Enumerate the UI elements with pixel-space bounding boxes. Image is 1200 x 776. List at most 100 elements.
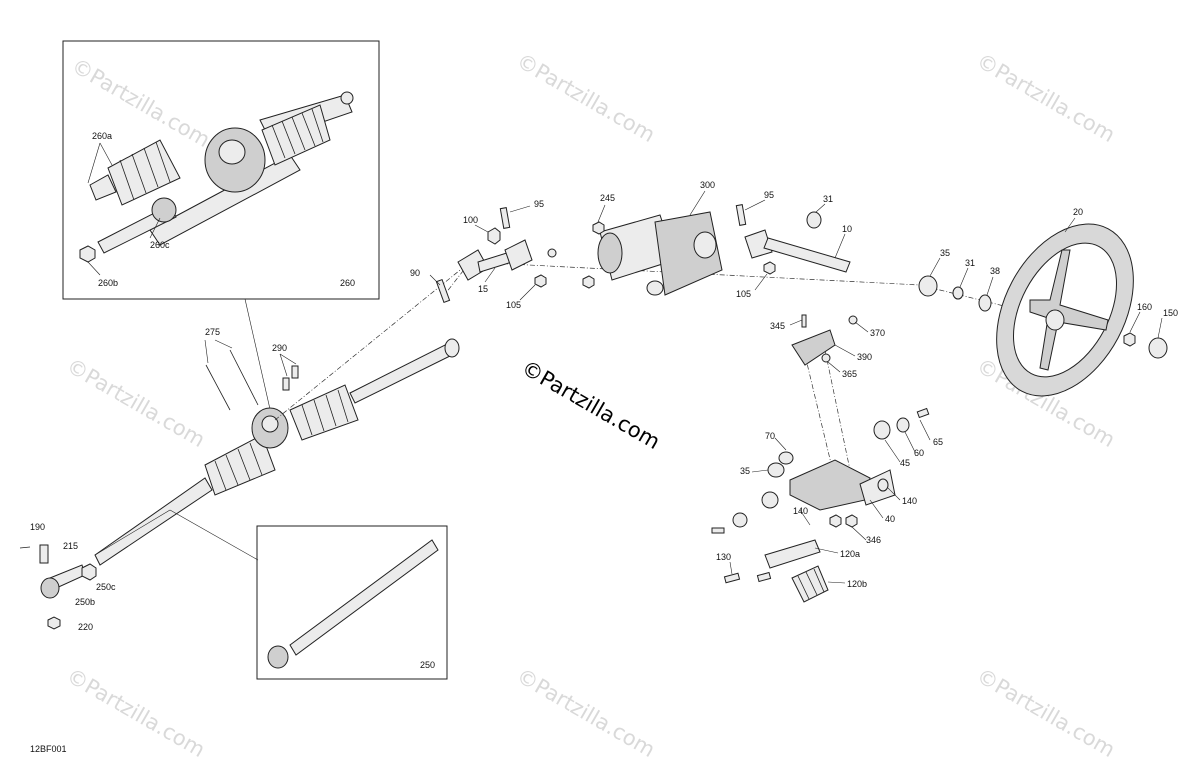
rack-boot-right [289, 384, 359, 441]
watermark: ©Partzilla.com [973, 664, 1120, 762]
callout-190: 190 [30, 522, 45, 532]
u-joint-upper [504, 239, 533, 271]
callout-105a: 105 [506, 300, 521, 310]
watermark: ©Partzilla.com [513, 49, 660, 147]
callout-10: 10 [842, 224, 852, 234]
callout-250b: 250b [75, 597, 95, 607]
callout-35b: 35 [740, 466, 750, 476]
inset-frame [62, 40, 380, 300]
bolt-65 [916, 407, 930, 419]
inset-top-label: 260 [340, 278, 355, 288]
callout-220: 220 [78, 622, 93, 632]
callout-300: 300 [700, 180, 715, 190]
diagram-code: 12BF001 [30, 744, 67, 754]
shaft-10 [763, 237, 851, 273]
stud-215 [39, 544, 49, 564]
callout-390: 390 [857, 352, 872, 362]
callout-65: 65 [933, 437, 943, 447]
callout-95a: 95 [534, 199, 544, 209]
watermark: ©Partzilla.com [63, 354, 210, 452]
tilt-bracket-assembly: 345 370 390 365 65 70 60 45 35 140 140 4 [711, 314, 943, 603]
nut-250c [81, 563, 97, 581]
nut-346a [829, 514, 842, 528]
callout-275: 275 [205, 327, 220, 337]
inset-rack-end [340, 91, 354, 105]
callout-90: 90 [410, 268, 420, 278]
cap-150 [1148, 337, 1168, 359]
callout-245: 245 [600, 193, 615, 203]
callout-140b: 140 [793, 506, 808, 516]
screw-345 [801, 314, 807, 328]
callout-345: 345 [770, 321, 785, 331]
inset-bottom-label: 250 [420, 660, 435, 670]
callout-250c: 250c [96, 582, 116, 592]
upper-steering-shaft: 95 10 105 [735, 190, 852, 299]
rack-pinion [261, 415, 279, 433]
inset-tie-rod-end [267, 645, 289, 669]
callout-31b: 31 [965, 258, 975, 268]
bolt-90 [435, 278, 451, 304]
callout-346: 346 [866, 535, 881, 545]
callout-260c: 260c [150, 240, 170, 250]
nut-245 [592, 221, 605, 235]
callout-365: 365 [842, 369, 857, 379]
watermark: ©Partzilla.com [68, 54, 215, 152]
watermark: ©Partzilla.com [63, 664, 210, 762]
callout-260a: 260a [92, 131, 112, 141]
inset-bottom-frame [256, 525, 448, 680]
bolt-95b [735, 204, 747, 226]
callout-105b: 105 [736, 289, 751, 299]
intermediate-shaft: 90 100 95 15 105 [410, 199, 547, 310]
inset-bottom-leader [169, 509, 259, 561]
callout-20: 20 [1073, 207, 1083, 217]
rack-tie-rod-left [94, 477, 213, 566]
nut-245b [582, 275, 595, 289]
nut-220 [47, 616, 61, 630]
power-steering-unit: 245 300 [547, 180, 723, 296]
callout-120a: 120a [840, 549, 860, 559]
ball-joint-250b [40, 577, 60, 599]
inset-tie-rod-shaft [289, 539, 439, 656]
nut-105a [534, 274, 547, 288]
watermark: ©Partzilla.com [513, 664, 660, 762]
callout-160: 160 [1137, 302, 1152, 312]
inset-steering-rack: 260a 260c 260b 260 [62, 40, 380, 300]
dps-output [693, 231, 717, 259]
rack-boot-left [204, 434, 276, 496]
inset-ball-joint [151, 197, 177, 223]
spacer-35a [918, 275, 938, 297]
callout-31a: 31 [823, 194, 833, 204]
steering-wheel: 20 160 150 [996, 207, 1178, 397]
column-hardware: 31 35 31 38 [806, 194, 1000, 312]
dps-motor-cap [597, 232, 623, 274]
ring-45 [873, 420, 891, 440]
u-joint-column [744, 229, 773, 259]
callout-370: 370 [870, 328, 885, 338]
callout-38: 38 [990, 266, 1000, 276]
rack-tie-rod-end [444, 338, 460, 358]
nut-346b [845, 514, 858, 528]
inset-leader [244, 298, 273, 419]
center-watermark: ©Partzilla.com [518, 356, 665, 454]
tie-rod-end-left: 190 215 250c 250b 220 [19, 509, 171, 632]
nut-160 [1123, 332, 1136, 347]
rack-tie-rod-right [349, 344, 451, 404]
callout-150: 150 [1163, 308, 1178, 318]
callout-140a: 140 [902, 496, 917, 506]
inset-pinion [218, 139, 246, 165]
ring-31b [952, 286, 964, 300]
bolt-95a [499, 207, 511, 229]
nut-100 [487, 227, 501, 245]
callout-70: 70 [765, 431, 775, 441]
fastener-365 [821, 353, 831, 363]
inset-bellows [261, 104, 331, 166]
callout-45: 45 [900, 458, 910, 468]
inset-tie-rod: 250 [256, 525, 448, 680]
callout-290: 290 [272, 343, 287, 353]
ring-31a [806, 211, 822, 229]
bolt-left [711, 527, 725, 534]
pin-130 [756, 571, 772, 583]
boot-120b [791, 565, 829, 603]
inset-nut-260b [79, 245, 96, 263]
